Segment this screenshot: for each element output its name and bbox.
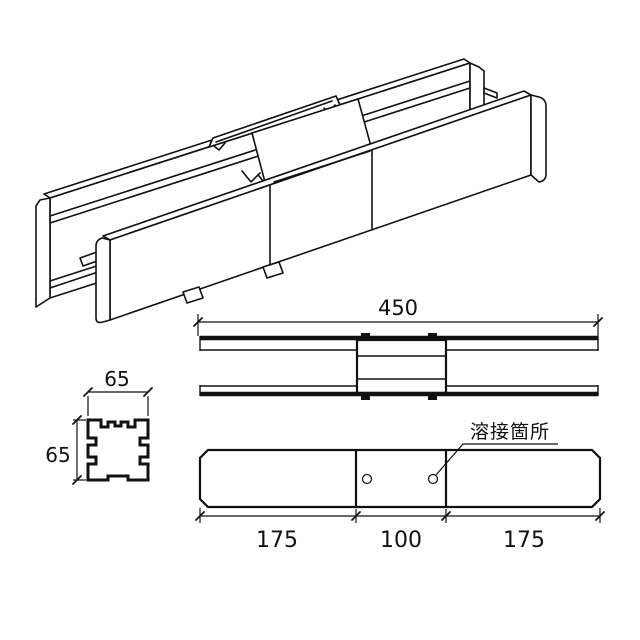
back-rail-end-lip	[483, 87, 498, 99]
section-view: 65 65	[45, 367, 153, 485]
weld-point	[427, 473, 439, 485]
section-profile	[86, 418, 150, 482]
weld-clip	[428, 394, 437, 400]
isometric-view	[35, 58, 547, 324]
splice-block	[208, 95, 373, 188]
dim-label-175-right: 175	[503, 528, 545, 553]
weld-clip	[361, 333, 370, 339]
weld-label: 溶接箇所	[470, 421, 550, 443]
weld-point	[361, 473, 373, 485]
elevation-body	[198, 448, 602, 509]
plan-dimension-overall: 450	[193, 296, 603, 336]
section-dimension-width: 65	[83, 367, 153, 416]
interlock-notch	[241, 170, 261, 183]
section-dimension-height: 65	[45, 415, 86, 485]
dim-label-175-left: 175	[256, 528, 298, 553]
dim-label-65-width: 65	[104, 367, 129, 391]
dim-label-65-height: 65	[45, 443, 70, 467]
weld-annotation: 溶接箇所	[435, 421, 558, 476]
plan-splice-block	[355, 333, 448, 400]
front-rail-bottom-tab	[262, 261, 284, 279]
weld-clip	[428, 333, 437, 339]
elevation-view: 溶接箇所 175 100 175	[195, 421, 605, 553]
plan-view: 450	[193, 296, 603, 400]
elevation-dimension-chain: 175 100 175	[195, 508, 605, 553]
dim-label-450: 450	[378, 296, 418, 320]
dim-label-100: 100	[380, 528, 422, 553]
front-rail	[95, 90, 547, 324]
weld-clip	[361, 394, 370, 400]
front-rail-bottom-tab	[182, 286, 204, 304]
